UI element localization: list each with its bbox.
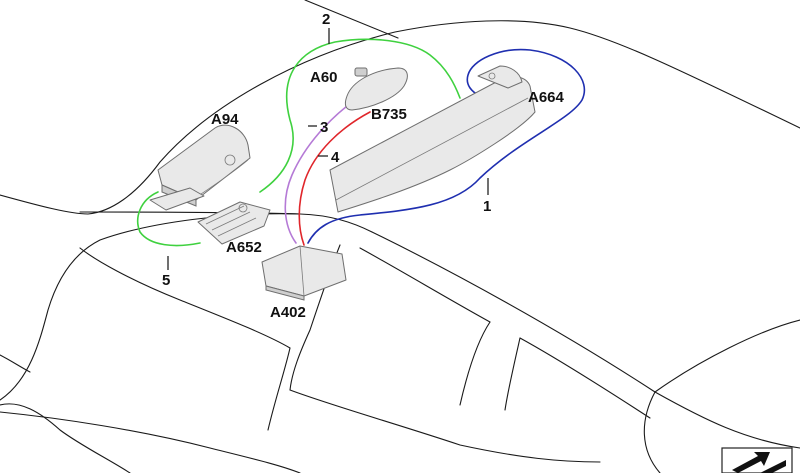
callout-wire-1: 1 [483,198,491,215]
front-door-window [267,347,291,431]
component-a664-part [329,65,536,213]
callouts: 2 A60 A664 A94 B735 3 4 1 A652 5 A402 [162,11,565,321]
callout-wire-3: 3 [320,119,328,136]
rear-roof-edge [654,319,800,393]
fender-line [0,354,31,373]
arrow-icon [732,452,786,473]
windshield-lower [0,309,49,401]
leaders [167,28,489,270]
component-a60-part [344,67,408,111]
callout-a94: A94 [211,111,239,128]
wire-2 [259,38,461,193]
callout-a652: A652 [226,239,262,256]
windshield-top-line [304,0,399,39]
callout-a60: A60 [310,69,338,86]
callout-a402: A402 [270,304,306,321]
wire-1 [307,48,586,244]
callout-wire-2: 2 [322,11,330,28]
roof-edge [0,20,800,215]
rear-door-window [289,389,601,463]
wire-5 [136,191,201,247]
rear-window-frame [359,247,491,323]
corner-badge [721,447,793,473]
callout-b735: B735 [371,106,407,123]
wires [136,38,586,247]
wire-3 [284,99,356,244]
c-pillar [504,337,521,411]
b-pillar-rear [459,321,491,406]
wire-4 [298,111,371,246]
components [149,65,536,301]
callout-a664: A664 [528,89,565,106]
roof-panel-side [371,231,800,449]
component-a94-part [149,124,251,211]
beltline [0,411,301,473]
component-a402-part [261,245,347,301]
callout-wire-4: 4 [331,149,340,166]
component-a652-part [197,201,271,245]
rear-lower [643,391,661,473]
front-door-frame [79,247,291,349]
mirror-line [0,403,131,473]
callout-wire-5: 5 [162,272,170,289]
rear-quarter [519,337,651,419]
